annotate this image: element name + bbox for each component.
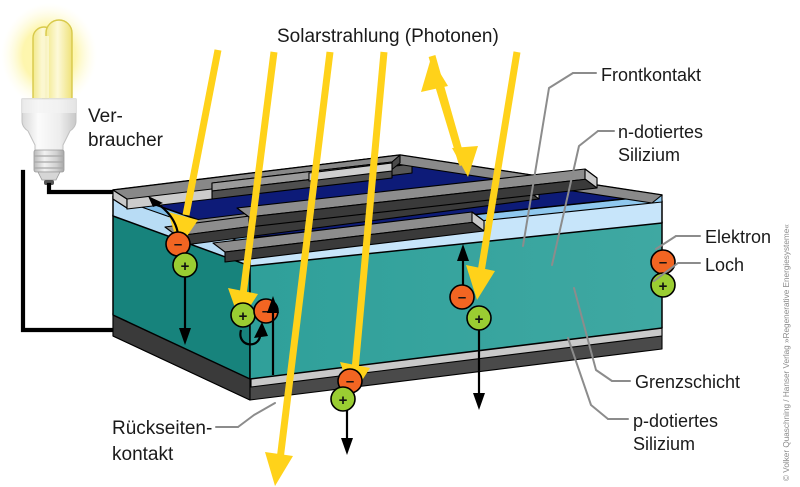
electron-sign: – — [659, 254, 667, 271]
leader-p-doped-2 — [567, 337, 609, 420]
bulb-tube-right — [45, 19, 73, 98]
photon-ray-3 — [275, 51, 334, 469]
electron-sign: – — [346, 373, 354, 390]
electron-path-right-head — [457, 244, 469, 261]
hole-label: Loch — [705, 255, 744, 275]
consumer-label-line2: braucher — [88, 130, 164, 151]
leader-junction-2 — [573, 287, 613, 382]
n-doped-label-line2: Silizium — [618, 145, 680, 165]
photon-ray-4 — [351, 51, 388, 371]
electron-path-deep-head — [267, 296, 279, 313]
leader-lines — [215, 72, 701, 428]
photon-ray-6 — [477, 51, 521, 273]
photon-ray-1-head — [168, 212, 198, 248]
front-contact-label: Frontkontakt — [601, 65, 701, 85]
photon-ray-2 — [239, 51, 278, 296]
hole-path-left-head — [179, 328, 191, 345]
hole-sign: + — [659, 278, 668, 295]
bulb-screw-base — [33, 149, 65, 185]
wire-positive — [46, 182, 116, 195]
carrier-pair-left: – + — [148, 196, 198, 345]
carrier-pair-recombination: + – — [230, 298, 279, 346]
leader-hole-2 — [653, 262, 679, 282]
leader-electron-2 — [655, 235, 677, 250]
electron-path-left-head — [148, 196, 163, 207]
electron-sign: – — [262, 303, 270, 320]
hole-sign: + — [239, 308, 248, 325]
leader-front-contact-2 — [522, 72, 574, 247]
photon-ray-5-reflected-head — [421, 58, 448, 92]
p-doped-label-line2: Silizium — [633, 434, 695, 454]
carrier-pair-right: – + — [449, 244, 492, 410]
consumer-label-line1: Ver- — [88, 106, 123, 127]
circuit-wiring — [20, 169, 116, 333]
hole-particle — [172, 252, 198, 278]
p-doped-label-line1: p-dotiertes — [633, 411, 718, 431]
finger-bar-3-end — [584, 168, 598, 189]
carrier-pair-deep: – + — [267, 296, 363, 455]
wire-negative — [20, 169, 116, 333]
electron-particle — [449, 284, 475, 310]
photon-ray-3-head — [265, 452, 293, 486]
hole-sign: + — [339, 392, 348, 409]
electron-sign: – — [174, 236, 182, 253]
solar-cell-block — [112, 154, 663, 401]
hole-sign: + — [475, 311, 484, 328]
bulb-tube-highlight — [42, 36, 49, 100]
page-title: Solarstrahlung (Photonen) — [277, 26, 499, 47]
junction-label: Grenzschicht — [635, 372, 740, 392]
photon-ray-1 — [182, 49, 222, 216]
legend-carriers: – + — [650, 249, 676, 298]
bulb-body-highlight — [22, 99, 76, 113]
recombination-loop-head — [254, 322, 268, 338]
finger-bar-4-end — [471, 211, 485, 232]
hole-sign: + — [181, 258, 190, 275]
photon-ray-6-head — [466, 265, 495, 300]
copyright-notice: © Volker Quaschning / Hanser Verlag »Reg… — [782, 224, 791, 481]
electron-label: Elektron — [705, 227, 771, 247]
bulb-tubes — [32, 19, 73, 100]
lamp-consumer — [1, 3, 97, 185]
leader-n-doped-2 — [551, 130, 599, 266]
n-doped-label-line1: n-dotiertes — [618, 122, 703, 142]
leader-back-contact-2 — [237, 402, 276, 428]
front-contact-grid — [112, 154, 663, 263]
hole-particle — [466, 305, 492, 331]
back-contact-label-line1: Rückseiten- — [112, 418, 212, 439]
electron-sign: – — [458, 289, 466, 306]
hole-path-deep-head — [341, 438, 353, 455]
photon-ray-5-reflected — [432, 75, 466, 165]
back-contact-label-line2: kontakt — [112, 444, 174, 465]
hole-particle — [330, 386, 356, 412]
hole-path-right-head — [473, 393, 485, 410]
